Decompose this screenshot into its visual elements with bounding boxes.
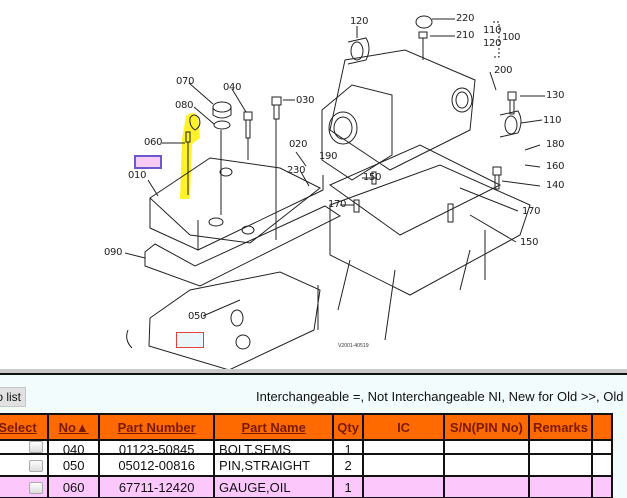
selected-part-hotspot[interactable] — [134, 155, 162, 169]
select-checkbox[interactable] — [29, 460, 44, 473]
callout-label[interactable]: 160 — [546, 161, 565, 172]
callout-label[interactable]: 130 — [546, 90, 565, 101]
cell-qty: 1 — [332, 475, 364, 498]
cell-part-number: 05012-00816 — [98, 453, 216, 477]
highlighted-oil-gauge — [180, 113, 200, 199]
column-header-select[interactable]: Select — [0, 413, 50, 441]
callout-label[interactable]: 190 — [319, 151, 338, 162]
frame-border — [0, 373, 627, 375]
table-header-row: Select No▲ Part Number Part Name Qty IC … — [0, 413, 613, 441]
cell-ic — [361, 439, 446, 455]
cell-part-name: GAUGE,OIL — [213, 475, 335, 498]
cell-no: 060 — [47, 475, 101, 498]
exploded-view-drawing — [124, 15, 545, 371]
callout-label[interactable]: 110 — [483, 25, 502, 36]
callout-label[interactable]: 140 — [546, 180, 565, 191]
callout-label[interactable]: 010 — [128, 170, 147, 181]
cell-qty: 1 — [332, 439, 364, 455]
cell-sn — [443, 453, 530, 477]
cell-no: 050 — [47, 453, 101, 477]
parts-table: Select No▲ Part Number Part Name Qty IC … — [0, 413, 613, 498]
figure-code: V2001-40519 — [338, 343, 369, 349]
column-header-qty: Qty — [332, 413, 364, 441]
callout-label[interactable]: 230 — [287, 165, 306, 176]
callout-label[interactable]: 210 — [456, 30, 475, 41]
cell-sn — [443, 439, 530, 455]
column-header-sn: S/N(PIN No) — [443, 413, 530, 441]
table-row[interactable]: 050 05012-00816 PIN,STRAIGHT 2 — [0, 453, 613, 477]
callout-label[interactable]: 220 — [456, 13, 475, 24]
callout-label[interactable]: 030 — [296, 95, 315, 106]
select-checkbox[interactable] — [29, 482, 44, 495]
cell-part-name: PIN,STRAIGHT — [213, 453, 335, 477]
callout-label[interactable]: 150 — [520, 237, 539, 248]
table-row-selected[interactable]: 060 67711-12420 GAUGE,OIL 1 — [0, 475, 613, 498]
cell-part-number: 01123-50845 — [98, 439, 216, 455]
cell-remarks — [527, 475, 594, 498]
callout-label[interactable]: 120 — [350, 16, 369, 27]
callout-label[interactable]: 020 — [289, 139, 308, 150]
callout-label[interactable]: 060 — [144, 137, 163, 148]
callout-label[interactable]: 110 — [543, 115, 562, 126]
callout-label[interactable]: 170 — [522, 206, 541, 217]
column-header-part-number[interactable]: Part Number — [98, 413, 216, 441]
callout-label[interactable]: 150 — [363, 172, 382, 183]
callout-label[interactable]: 050 — [188, 311, 207, 322]
column-header-remarks: Remarks — [527, 413, 594, 441]
column-header-part-name[interactable]: Part Name — [213, 413, 335, 441]
cell-part-name: BOLT,SEMS — [213, 439, 335, 455]
cell-no: 040 — [47, 439, 101, 455]
column-header-extra — [591, 413, 613, 441]
cell-sn — [443, 475, 530, 498]
table-row[interactable]: 040 01123-50845 BOLT,SEMS 1 — [0, 439, 613, 455]
column-header-ic: IC — [361, 413, 446, 441]
parts-diagram: 070 040 080 030 060 020 010 230 190 090 … — [104, 13, 565, 371]
cell-qty: 2 — [332, 453, 364, 477]
part-hotspot[interactable] — [176, 332, 204, 348]
cell-ic — [361, 475, 446, 498]
cell-ic — [361, 453, 446, 477]
callout-label[interactable]: 080 — [175, 100, 194, 111]
frame-divider[interactable] — [0, 369, 627, 373]
callout-label[interactable]: 180 — [546, 139, 565, 150]
callout-label[interactable]: 100 — [502, 32, 521, 43]
interchangeability-legend: Interchangeable =, Not Interchangeable N… — [256, 389, 624, 404]
cell-remarks — [527, 439, 594, 455]
parts-list-panel: to list Interchangeable =, Not Interchan… — [0, 375, 627, 498]
callout-label[interactable]: 200 — [494, 65, 513, 76]
select-checkbox[interactable] — [29, 442, 44, 452]
column-header-no[interactable]: No▲ — [47, 413, 101, 441]
callout-label[interactable]: 070 — [176, 76, 195, 87]
callout-label[interactable]: 040 — [223, 82, 242, 93]
cell-remarks — [527, 453, 594, 477]
add-to-list-button[interactable]: to list — [0, 387, 26, 407]
callout-label[interactable]: 170 — [328, 199, 347, 210]
callout-label[interactable]: 090 — [104, 247, 123, 258]
cell-part-number: 67711-12420 — [98, 475, 216, 498]
callout-label[interactable]: 120 — [483, 38, 502, 49]
